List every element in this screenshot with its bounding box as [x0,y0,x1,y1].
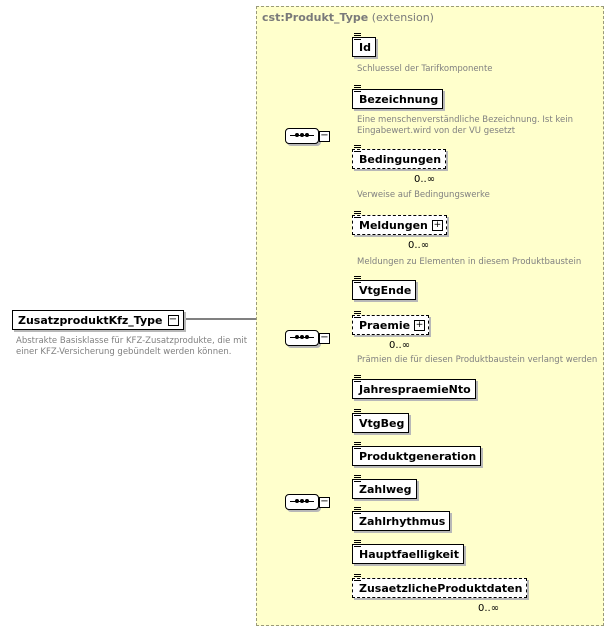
element-label: Praemie [359,319,411,332]
element-label: ZusaetzlicheProduktdaten [359,582,523,595]
element-hauptfaelligkeit[interactable]: Hauptfaelligkeit [352,540,464,564]
element-meldungen[interactable]: Meldungen + [352,211,447,235]
expand-icon[interactable]: + [431,220,443,231]
element-meldungen-doc: Meldungen zu Elementen in diesem Produkt… [357,257,582,267]
element-label: VtgEnde [359,284,412,297]
sequence-compositor-3 [285,494,319,510]
element-bezeichnung[interactable]: Bezeichnung [352,85,444,109]
element-zahlweg[interactable]: Zahlweg [352,475,417,499]
sequence-compositor-2 [285,330,319,346]
element-bezeichnung-doc: Eine menschenverständliche Bezeichnung. … [357,115,573,137]
expand-icon[interactable]: + [414,320,426,331]
element-label: Id [359,41,371,54]
extension-label: (extension) [371,11,434,24]
cardinality: 0..∞ [389,340,411,351]
element-jahrespraemie[interactable]: JahrespraemieNto [352,375,476,399]
element-label: VtgBeg [359,417,405,430]
element-bedingungen[interactable]: Bedingungen [352,145,447,169]
element-label: Bedingungen [359,153,442,166]
root-element[interactable]: ZusatzproduktKfz_Type − [12,310,184,330]
element-label: Zahlweg [359,483,412,496]
collapse-icon[interactable]: − [167,314,179,326]
element-bedingungen-doc: Verweise auf Bedingungswerke [357,190,490,200]
collapse-icon[interactable]: − [319,332,330,344]
element-vtgbeg[interactable]: VtgBeg [352,409,410,433]
cardinality: 0..∞ [414,174,436,185]
element-label: Hauptfaelligkeit [359,548,459,561]
sequence-compositor-1 [285,128,319,144]
extension-type: cst:Produkt_Type [262,11,369,24]
doc-line: Eine menschenverständliche Bezeichnung. … [357,115,573,125]
collapse-icon[interactable]: − [319,496,330,508]
extension-title: cst:Produkt_Type (extension) [262,11,434,24]
element-label: Bezeichnung [359,93,439,106]
element-praemie-doc: Prämien die für diesen Produktbaustein v… [357,355,598,365]
element-zusaetzliche-produktdaten[interactable]: ZusaetzlicheProduktdaten [352,574,528,598]
cardinality: 0..∞ [478,603,500,614]
root-element-label: ZusatzproduktKfz_Type [18,314,163,327]
element-id[interactable]: Id [352,33,376,57]
element-praemie[interactable]: Praemie + [352,311,430,335]
element-label: Meldungen [359,219,428,232]
element-label: JahrespraemieNto [359,383,471,396]
cardinality: 0..∞ [408,240,430,251]
element-vtgende[interactable]: VtgEnde [352,276,417,300]
element-zahlrhythmus[interactable]: Zahlrhythmus [352,507,451,531]
root-doc-line-1: Abstrakte Basisklasse für KFZ-Zusatzprod… [16,336,248,346]
root-doc-line-2: einer KFZ-Versicherung gebündelt werden … [16,347,232,357]
element-label: Produktgeneration [359,450,477,463]
collapse-icon[interactable]: − [319,130,330,142]
element-label: Zahlrhythmus [359,515,446,528]
doc-line: Eingabewert.wird von der VU gesetzt [357,126,516,136]
root-doc: Abstrakte Basisklasse für KFZ-Zusatzprod… [16,336,247,358]
element-produktgeneration[interactable]: Produktgeneration [352,442,482,466]
element-id-doc: Schluessel der Tarifkomponente [357,64,493,74]
